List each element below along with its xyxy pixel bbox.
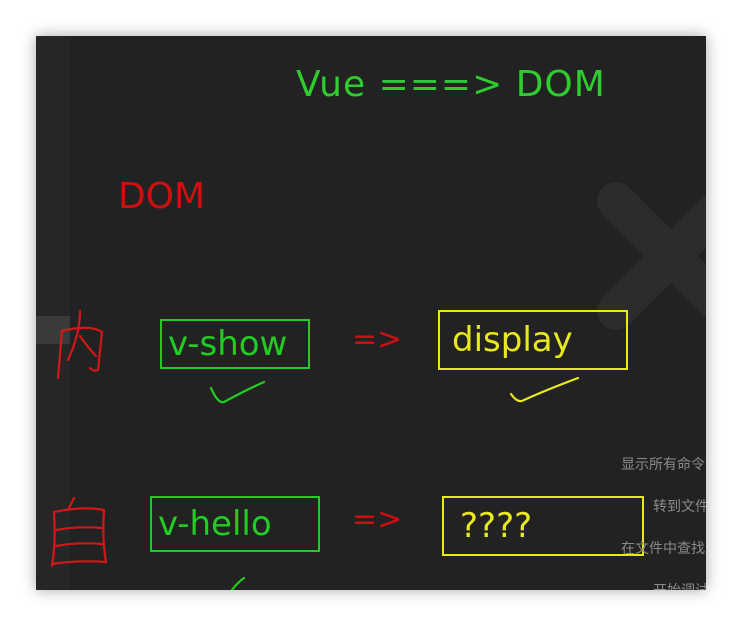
v-show-label: v-show	[168, 324, 288, 364]
handwritten-char-nei	[56, 309, 104, 380]
v-hello-label: v-hello	[158, 504, 272, 544]
page-title: Vue ===> DOM	[296, 64, 606, 105]
display-box: display	[438, 310, 628, 370]
whiteboard-canvas: Vue ===> DOM DOM v-show => display v-hel…	[36, 36, 706, 590]
checkmark-icon	[209, 380, 266, 404]
v-show-box: v-show	[160, 319, 310, 369]
arrow-1: =>	[352, 322, 403, 357]
dom-label: DOM	[118, 176, 206, 217]
display-label: display	[452, 320, 573, 360]
menu-item-find-in-files: 在文件中查找	[621, 541, 705, 557]
menu-item-start-debug: 开始调试	[653, 580, 706, 590]
unknown-box: ????	[442, 496, 644, 556]
checkmark-icon	[509, 376, 580, 403]
arrow-2: =>	[352, 502, 403, 537]
unknown-label: ????	[460, 506, 533, 546]
checkmark-partial	[230, 576, 246, 590]
menu-item-goto-file: 转到文件	[653, 499, 706, 515]
menu-item-show-commands: 显示所有命令	[621, 457, 705, 473]
handwritten-char-zi	[50, 496, 108, 568]
close-x-watermark-icon	[597, 182, 706, 330]
v-hello-box: v-hello	[150, 496, 320, 552]
